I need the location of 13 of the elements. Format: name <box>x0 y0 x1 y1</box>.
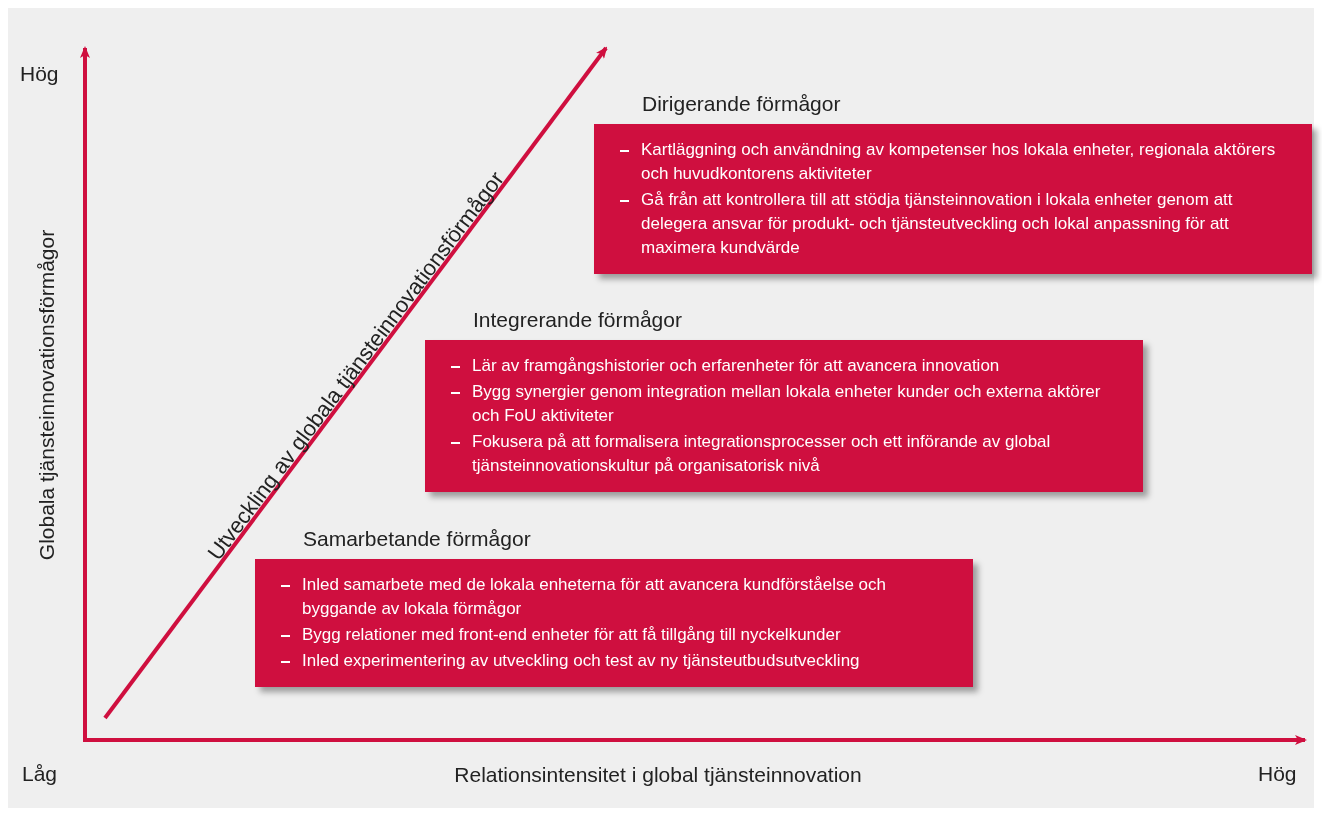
bullet-item: Gå från att kontrollera till att stödja tjänsteinnovation i lokala enheter genom att delegera ansvar för produkt- och tjänsteutveckling och lokal anpassning för att maximera kundvärde <box>620 188 1296 260</box>
box-heading: Samarbetande förmågor <box>303 527 531 551</box>
box-heading: Dirigerande förmågor <box>642 92 841 116</box>
axis-level-label: Hög <box>1258 762 1297 786</box>
bullet-item: Fokusera på att formalisera integrationsprocesser och ett införande av global tjänsteinnovationskultur på organisatorisk nivå <box>451 430 1127 478</box>
axis-title: Globala tjänsteinnovationsförmågor <box>35 229 59 561</box>
axis-title: Relationsintensitet i global tjänsteinnovation <box>454 763 862 787</box>
bullet-item: Inled samarbete med de lokala enheterna för att avancera kundförståelse och byggande av lokala förmågor <box>281 573 957 621</box>
bullet-item: Inled experimentering av utveckling och test av ny tjänsteutbudsutveckling <box>281 649 957 673</box>
axis-level-label: Låg <box>22 762 58 786</box>
bullet-item: Bygg relationer med front-end enheter för att få tillgång till nyckelkunder <box>281 623 957 647</box>
axis-level-label: Hög <box>20 62 59 86</box>
bullet-item: Kartläggning och användning av kompetenser hos lokala enheter, regionala aktörers och huvudkontorens aktiviteter <box>620 138 1296 186</box>
